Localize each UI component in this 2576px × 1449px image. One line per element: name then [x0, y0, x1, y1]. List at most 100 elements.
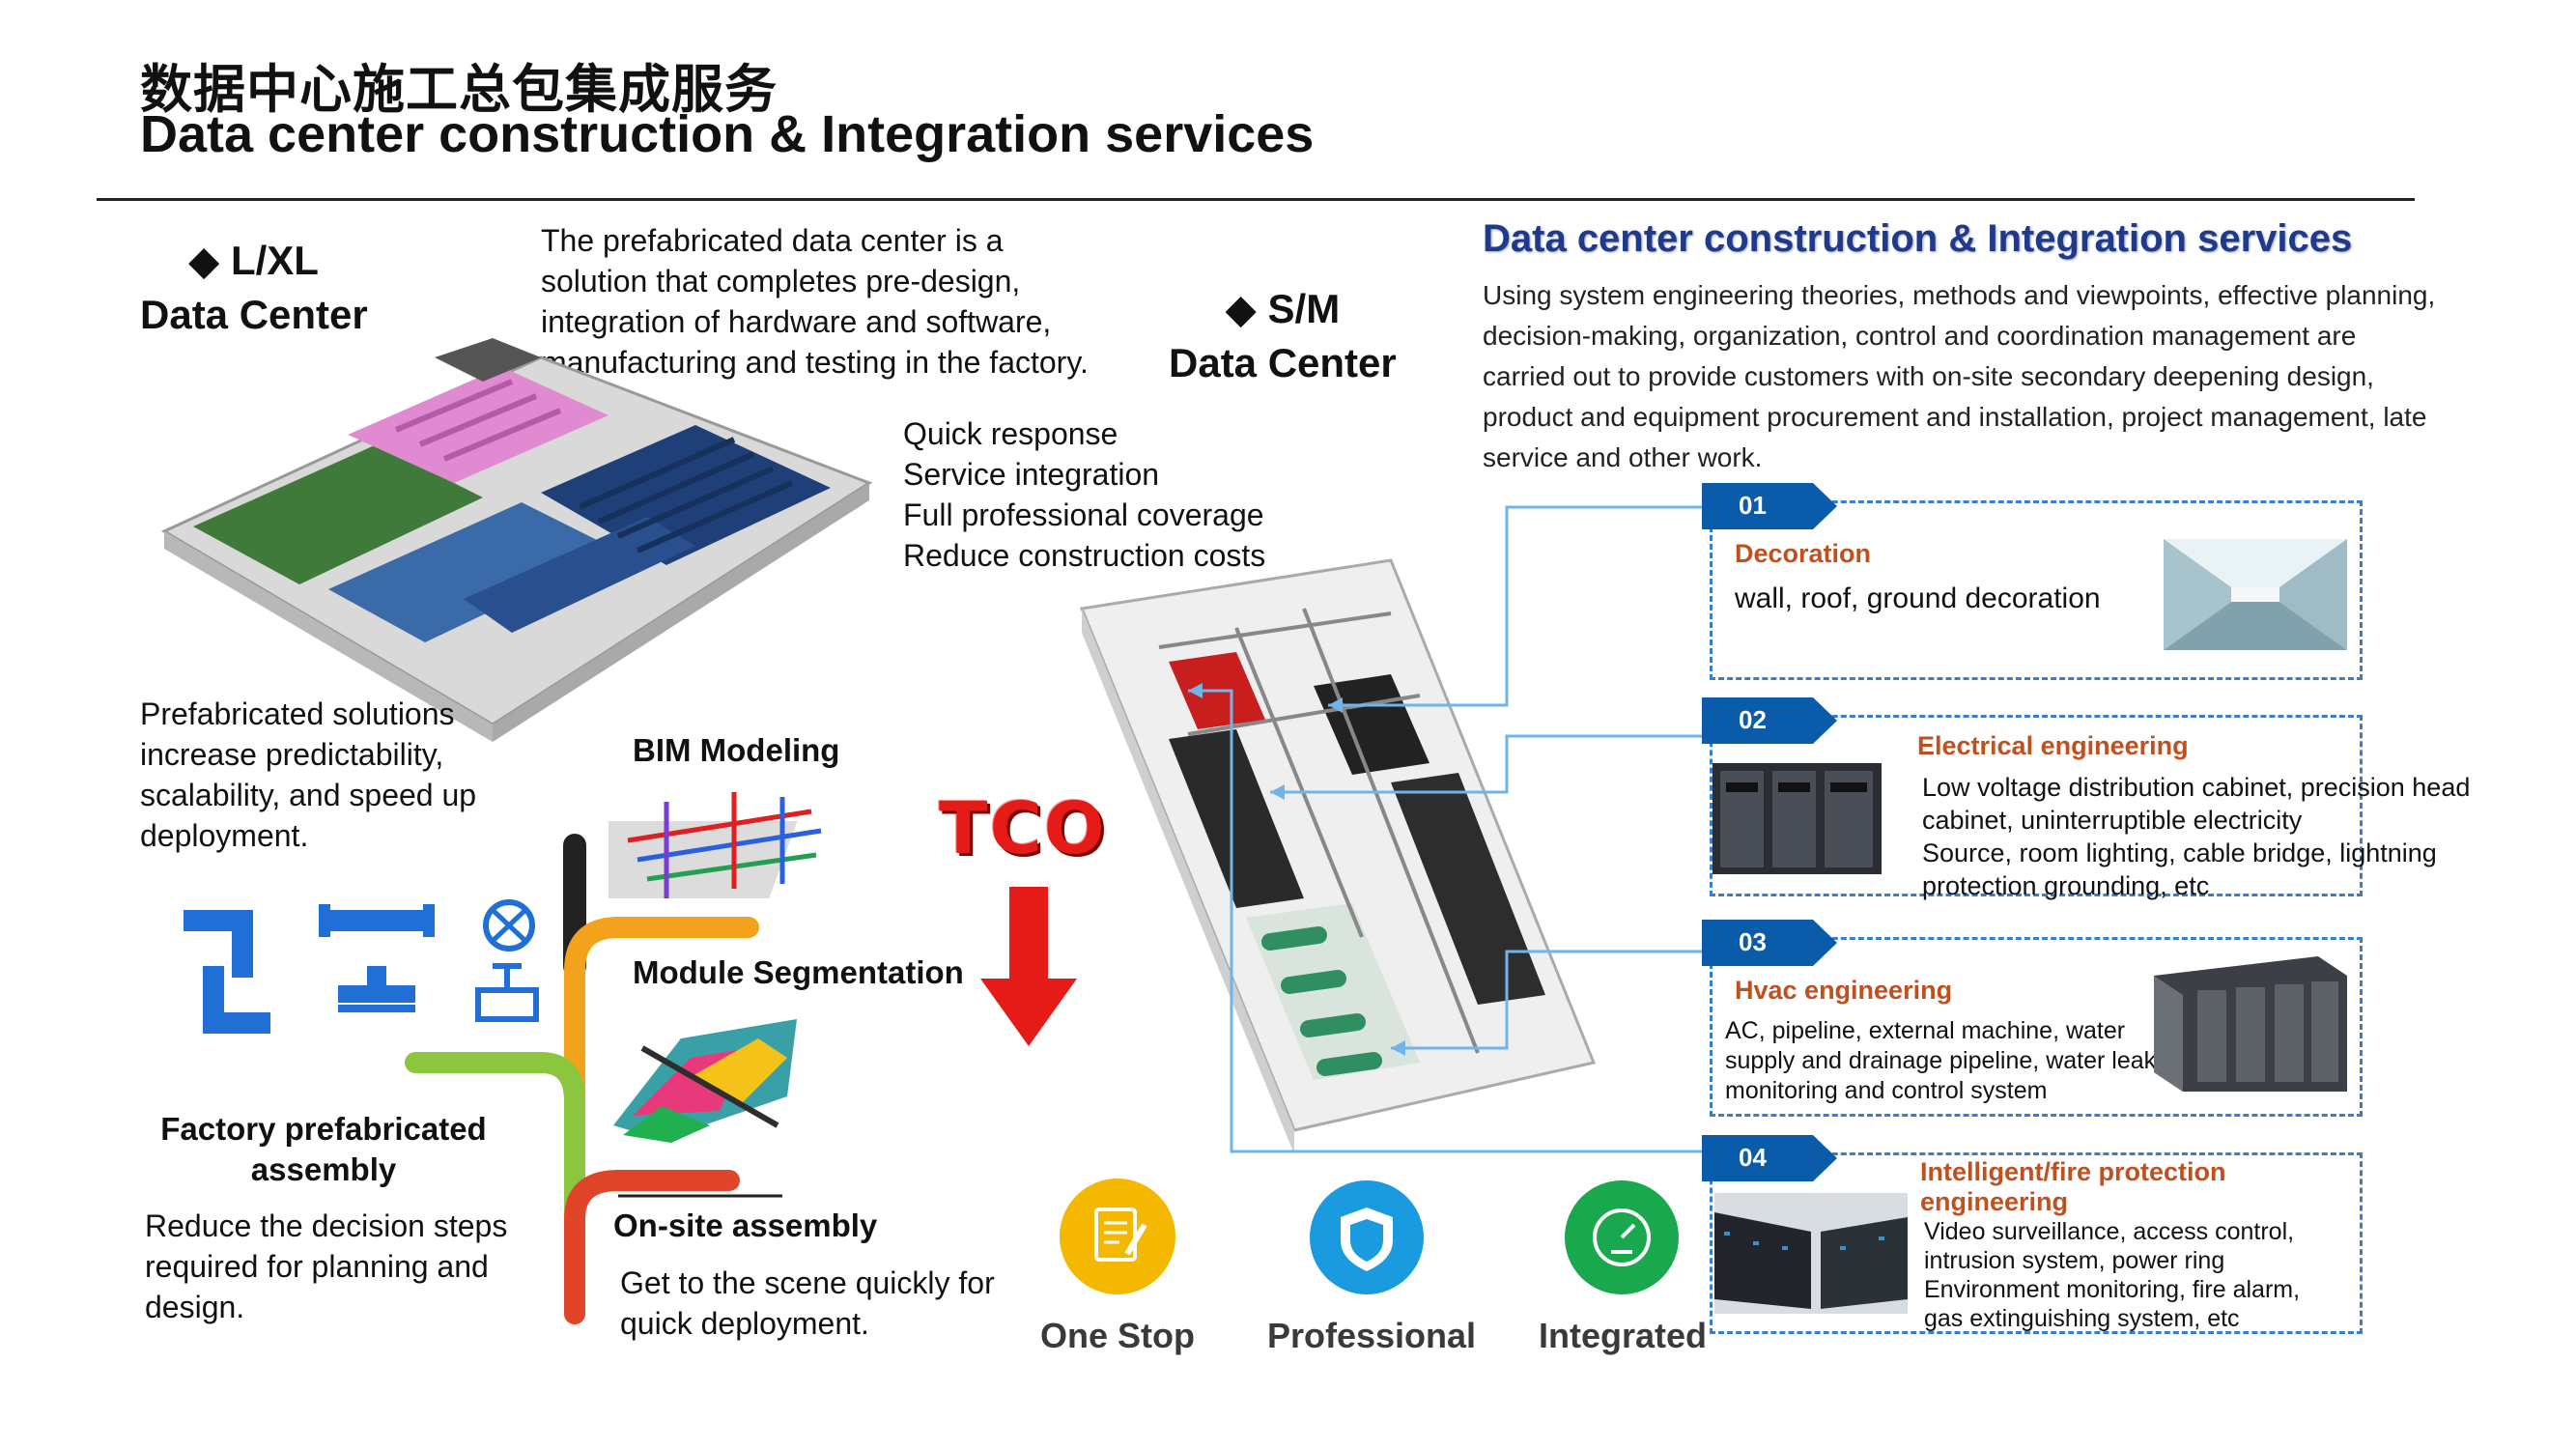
lxl-desc-line: solution that completes pre-design,	[541, 264, 1021, 298]
service-description-line: Low voltage distribution cabinet, precis…	[1922, 773, 2471, 802]
page-title-en: Data center construction & Integration s…	[140, 105, 1315, 163]
flow-line-red	[564, 1170, 740, 1324]
factory-text: Reduce the decision steps required for p…	[145, 1206, 507, 1327]
straight-pipe-icon	[319, 904, 435, 937]
service-description: Video surveillance, access control, intr…	[1924, 1217, 2300, 1333]
shield-icon	[1341, 1208, 1393, 1271]
integrated-label: Integrated	[1538, 1316, 1708, 1355]
bim-label: BIM Modeling	[633, 732, 840, 768]
server-room-photo	[1714, 1193, 1908, 1314]
diamond-bullet-icon: ◆	[188, 238, 231, 283]
sm-benefits: Quick response Service integration Full …	[903, 413, 1265, 576]
factory-text-line: Reduce the decision steps	[145, 1208, 508, 1243]
sm-title-line1: S/M	[1267, 286, 1341, 331]
onsite-text: Get to the scene quickly for quick deplo…	[620, 1263, 995, 1344]
service-description-line: cabinet, uninterruptible electricity	[1922, 806, 2303, 835]
service-description-line: AC, pipeline, external machine, water	[1725, 1017, 2126, 1044]
floorplan-side	[493, 483, 869, 742]
service-description-line: gas extinguishing system, etc	[1924, 1305, 2240, 1332]
service-number-tab	[1702, 920, 1837, 966]
prefab-text: Prefabricated solutions increase predict…	[140, 694, 476, 856]
paragraph-line: product and equipment procurement and in…	[1483, 402, 2427, 432]
service-description-line: monitoring and control system	[1725, 1077, 2048, 1104]
sm-floorplan-illustration	[1079, 558, 1597, 1154]
lxl-desc-line: The prefabricated data center is a	[541, 223, 1004, 258]
services-paragraph: Using system engineering theories, metho…	[1483, 275, 2449, 478]
service-number: 04	[1739, 1143, 1767, 1172]
tco-label: TCO	[939, 787, 1107, 870]
onsite-label: On-site assembly	[613, 1208, 878, 1243]
diamond-bullet-icon: ◆	[1225, 286, 1268, 331]
server-racks	[1391, 773, 1545, 1005]
one-stop-label: One Stop	[1040, 1316, 1195, 1355]
paragraph-line: carried out to provide customers with on…	[1483, 361, 2374, 391]
factory-text-line: required for planning and	[145, 1249, 489, 1284]
room-pink	[348, 367, 609, 483]
lxl-title-line1: L/XL	[230, 238, 319, 283]
paragraph-line: service and other work.	[1483, 442, 1763, 472]
prefab-text-line: increase predictability,	[140, 737, 444, 772]
room-navy	[541, 425, 831, 565]
prefab-text-line: deployment.	[140, 818, 309, 853]
professional-badge	[1310, 1180, 1424, 1294]
hvac-unit-photo	[2154, 956, 2347, 1092]
sm-side	[1082, 609, 1294, 1154]
down-arrow-icon	[980, 887, 1077, 1046]
factory-title: Factory prefabricated assembly	[116, 1109, 531, 1190]
service-number-tab	[1702, 483, 1837, 529]
paragraph-line: decision-making, organization, control a…	[1483, 321, 2357, 351]
service-description-line: protection grounding, etc	[1922, 871, 2210, 900]
integrated-badge	[1565, 1180, 1679, 1294]
ups-cabinets	[1169, 729, 1304, 908]
lxl-description: The prefabricated data center is a solut…	[541, 220, 1089, 383]
flow-line-green	[405, 1052, 585, 1218]
sm-title: ◆ S/M Data Center	[1169, 282, 1397, 390]
gate-valve-icon	[475, 963, 539, 1022]
service-description: wall, roof, ground decoration	[1735, 582, 2101, 614]
sm-title-line2: Data Center	[1169, 340, 1397, 385]
onsite-text-line: quick deployment.	[620, 1306, 869, 1341]
service-number-tab	[1702, 1135, 1837, 1181]
one-stop-badge	[1060, 1179, 1175, 1294]
page-title-cn: 数据中心施工总包集成服务	[140, 59, 778, 120]
factory-text-line: design.	[145, 1290, 245, 1324]
hvac-units	[1261, 926, 1382, 1076]
service-title: Electrical engineering	[1917, 731, 2189, 760]
valve-wheel-icon	[483, 899, 535, 952]
lxl-floorplan-illustration	[160, 338, 873, 742]
service-number-tab	[1702, 697, 1837, 744]
module-segmentation-illustration	[613, 1019, 797, 1143]
flow-line-orange	[564, 917, 759, 1324]
roof-block	[435, 338, 541, 382]
service-description-line: Environment monitoring, fire alarm,	[1924, 1276, 2301, 1303]
service-description-line: supply and drainage pipeline, water leak	[1725, 1047, 2157, 1074]
factory-title-line: assembly	[250, 1151, 397, 1187]
service-description-line: Video surveillance, access control,	[1924, 1218, 2295, 1245]
electrical-cabinet-photo	[1713, 763, 1882, 874]
pink-rack-rows	[394, 379, 562, 462]
elbow-pipe-icon	[184, 910, 270, 1034]
module-label: Module Segmentation	[633, 954, 964, 990]
room-blue-2	[464, 517, 695, 633]
service-number: 02	[1739, 705, 1767, 734]
interior-walls	[1158, 608, 1480, 1054]
sm-benefit-item: Full professional coverage	[903, 497, 1264, 532]
paragraph-line: Using system engineering theories, metho…	[1483, 280, 2436, 310]
rack-rows	[578, 437, 794, 554]
lxl-title-line2: Data Center	[140, 292, 368, 337]
header-divider	[97, 198, 2415, 201]
service-description: Low voltage distribution cabinet, precis…	[1922, 771, 2470, 902]
lxl-desc-line: integration of hardware and software,	[541, 304, 1052, 339]
decoration-photo	[2164, 539, 2347, 650]
service-description-line: intrusion system, power ring	[1924, 1247, 2225, 1274]
service-title-line: engineering	[1920, 1187, 2069, 1216]
service-description-line: Source, room lighting, cable bridge, lig…	[1922, 838, 2437, 867]
lxl-desc-line: manufacturing and testing in the factory…	[541, 345, 1089, 380]
sm-benefit-item: Quick response	[903, 416, 1118, 451]
notepad-pen-icon	[1094, 1208, 1147, 1262]
service-description: AC, pipeline, external machine, water su…	[1725, 1016, 2156, 1106]
gauge-icon	[1593, 1208, 1651, 1266]
factory-title-line: Factory prefabricated	[160, 1111, 487, 1147]
